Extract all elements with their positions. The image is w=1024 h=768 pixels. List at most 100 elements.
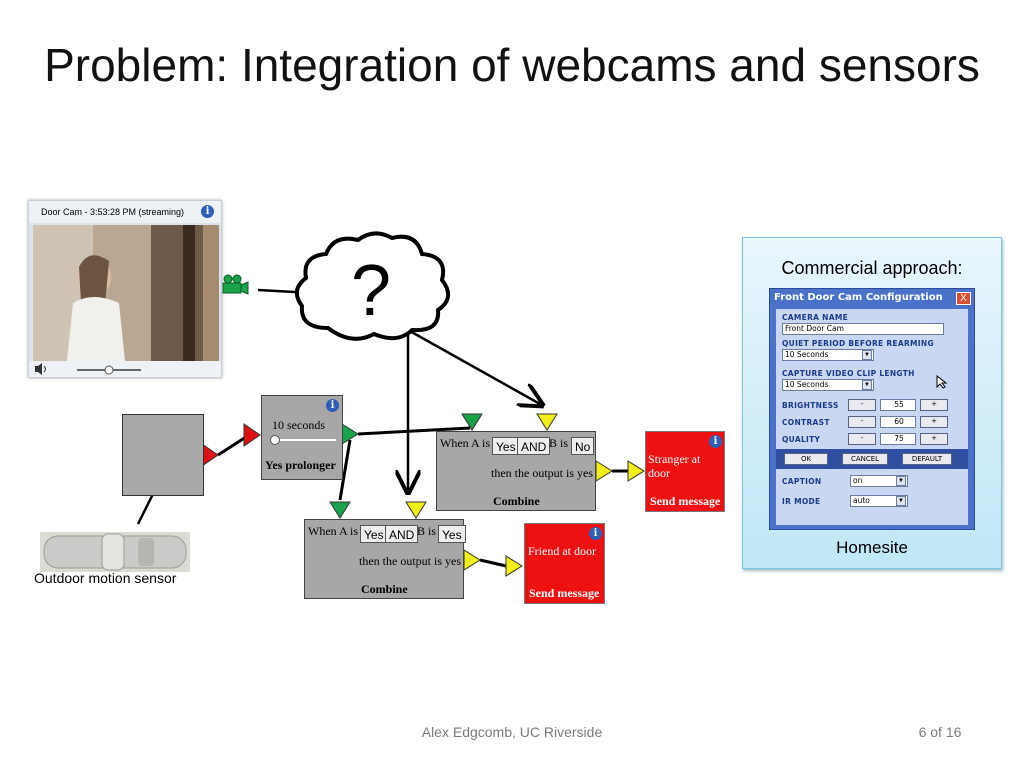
quiet-period-select[interactable]: 10 Seconds <box>782 349 874 361</box>
sensor-caption: Outdoor motion sensor <box>34 570 177 586</box>
commercial-approach-panel: Commercial approach: Front Door Cam Conf… <box>742 237 1002 569</box>
quality-label: QUALITY <box>782 435 821 444</box>
a-value-button[interactable]: Yes <box>360 525 388 543</box>
brightness-decrease-button[interactable]: - <box>848 399 876 411</box>
send-message-block-friend[interactable]: i Friend at door Send message <box>524 523 605 604</box>
question-mark: ? <box>350 251 392 331</box>
footer-author: Alex Edgcomb, UC Riverside <box>421 724 603 740</box>
default-button[interactable]: DEFAULT <box>902 453 952 465</box>
unknown-integration-cloud <box>294 231 450 341</box>
close-button[interactable]: X <box>956 292 971 305</box>
message-text: Friend at door <box>528 544 596 558</box>
message-text-line2: door <box>648 466 670 480</box>
camera-name-label: CAMERA NAME <box>782 313 849 322</box>
chevron-down-icon[interactable]: ▼ <box>896 496 906 506</box>
sensor-to-prolonger-wire <box>217 435 247 457</box>
operator-button[interactable]: AND <box>385 525 419 543</box>
config-button-bar: OK CANCEL DEFAULT <box>776 449 968 469</box>
contrast-label: CONTRAST <box>782 418 830 427</box>
contrast-decrease-button[interactable]: - <box>848 416 876 428</box>
message-action: Send message <box>650 494 721 508</box>
camera-config-window: Front Door Cam Configuration X CAMERA NA… <box>769 288 975 530</box>
chevron-down-icon[interactable]: ▼ <box>896 476 906 486</box>
b-label: B is <box>417 524 437 538</box>
chevron-down-icon[interactable]: ▼ <box>862 350 872 360</box>
yes-prolonger-block[interactable]: i 10 seconds Yes prolonger <box>261 395 343 480</box>
quality-decrease-button[interactable]: - <box>848 433 876 445</box>
combine-output-text: then the output is yes <box>491 466 593 480</box>
cloud-to-combine-top-arrow <box>407 328 540 404</box>
combine-bottom-to-message-wire <box>479 558 507 568</box>
contrast-increase-button[interactable]: + <box>920 416 948 428</box>
quality-value[interactable]: 75 <box>880 433 916 445</box>
contrast-value[interactable]: 60 <box>880 416 916 428</box>
info-icon[interactable]: i <box>709 435 722 448</box>
message-top-input-port[interactable] <box>627 460 645 482</box>
clip-length-select[interactable]: 10 Seconds <box>782 379 874 391</box>
config-title: Front Door Cam Configuration <box>774 292 943 303</box>
combine-output-text: then the output is yes <box>359 554 461 568</box>
caption-label: CAPTION <box>782 477 822 486</box>
webcam-image <box>33 225 219 361</box>
operator-button[interactable]: AND <box>517 437 551 455</box>
camera-name-input[interactable]: Front Door Cam <box>782 323 944 335</box>
config-body: CAMERA NAME Front Door Cam QUIET PERIOD … <box>776 309 968 525</box>
cancel-button[interactable]: CANCEL <box>842 453 888 465</box>
b-label: B is <box>549 436 569 450</box>
ir-mode-select[interactable]: auto <box>850 495 908 507</box>
combine-block-top[interactable]: When A is Yes AND B is No then the outpu… <box>436 431 596 511</box>
homesite-label: Homesite <box>836 538 908 557</box>
webcam-viewer: Door Cam - 3:53:28 PM (streaming) i <box>28 200 222 378</box>
info-icon[interactable]: i <box>201 205 214 218</box>
motion-sensor-photo <box>40 532 190 572</box>
combine-bottom-input-b-port[interactable] <box>405 501 427 519</box>
combine-prefix: When A is <box>308 524 358 538</box>
playback-slider-thumb[interactable] <box>104 365 114 375</box>
send-message-block-stranger[interactable]: i Stranger at door Send message <box>645 431 725 512</box>
b-value-button[interactable]: Yes <box>438 525 466 543</box>
prolonger-title: Yes prolonger <box>265 458 336 472</box>
combine-top-input-b-port[interactable] <box>536 413 558 431</box>
motion-sensor-block[interactable] <box>122 414 204 496</box>
sensor-output-port[interactable] <box>201 443 219 467</box>
video-camera-icon <box>222 274 249 295</box>
webcam-header: Door Cam - 3:53:28 PM (streaming) i <box>29 201 221 223</box>
message-action: Send message <box>529 586 600 600</box>
combine-block-bottom[interactable]: When A is Yes AND B is Yes then the outp… <box>304 519 466 599</box>
mouse-cursor-icon <box>936 375 948 389</box>
quality-increase-button[interactable]: + <box>920 433 948 445</box>
prolonger-duration: 10 seconds <box>272 418 325 432</box>
caption-select[interactable]: on <box>850 475 908 487</box>
webcam-scene <box>33 225 219 361</box>
ir-mode-label: IR MODE <box>782 497 821 506</box>
webcam-status-text: Door Cam - 3:53:28 PM (streaming) <box>41 207 185 217</box>
combine-title: Combine <box>493 494 540 508</box>
combine-top-input-a-port[interactable] <box>461 413 483 431</box>
brightness-label: BRIGHTNESS <box>782 401 839 410</box>
quiet-period-label: QUIET PERIOD BEFORE REARMING <box>782 339 934 348</box>
combine-bottom-output-port[interactable] <box>463 549 481 571</box>
combine-prefix: When A is <box>440 436 490 450</box>
prolonger-to-combine-bottom-wire <box>338 439 352 501</box>
ok-button[interactable]: OK <box>784 453 828 465</box>
speaker-icon[interactable] <box>35 363 46 375</box>
info-icon[interactable]: i <box>589 527 602 540</box>
info-icon[interactable]: i <box>326 399 339 412</box>
chevron-down-icon[interactable]: ▼ <box>862 380 872 390</box>
clip-length-label: CAPTURE VIDEO CLIP LENGTH <box>782 369 915 378</box>
combine-top-output-port[interactable] <box>595 460 613 482</box>
brightness-value[interactable]: 55 <box>880 399 916 411</box>
duration-slider[interactable] <box>268 434 338 446</box>
a-value-button[interactable]: Yes <box>492 437 520 455</box>
combine-title: Combine <box>361 582 408 596</box>
prolonger-input-port[interactable] <box>243 423 261 447</box>
page-number: 6 of 16 <box>918 724 962 740</box>
combine-bottom-input-a-port[interactable] <box>329 501 351 519</box>
message-bottom-input-port[interactable] <box>505 555 523 577</box>
b-value-button[interactable]: No <box>571 437 595 455</box>
prolonger-to-combine-top-wire <box>357 426 471 436</box>
brightness-increase-button[interactable]: + <box>920 399 948 411</box>
slide-title: Problem: Integration of webcams and sens… <box>44 39 980 91</box>
message-text-line1: Stranger at <box>648 452 701 466</box>
